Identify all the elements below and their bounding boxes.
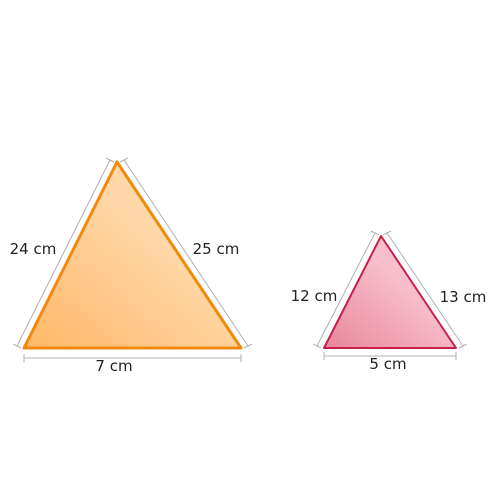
small-triangle: 12 cm 13 cm 5 cm: [291, 230, 487, 373]
large-triangle: 24 cm 25 cm 7 cm: [10, 157, 253, 375]
large-triangle-right-side-label: 25 cm: [193, 240, 240, 258]
large-triangle-shape: [22, 160, 243, 350]
small-triangle-left-side-label: 12 cm: [291, 287, 338, 305]
large-triangle-dimension-lines: [12, 157, 253, 362]
large-triangle-base-label: 7 cm: [95, 357, 132, 375]
large-triangle-left-side-label: 24 cm: [10, 240, 57, 258]
small-triangle-base-label: 5 cm: [369, 355, 406, 373]
small-triangle-right-side-label: 13 cm: [440, 288, 487, 306]
small-triangle-dimension-lines: [312, 230, 468, 360]
small-triangle-shape: [323, 235, 457, 349]
